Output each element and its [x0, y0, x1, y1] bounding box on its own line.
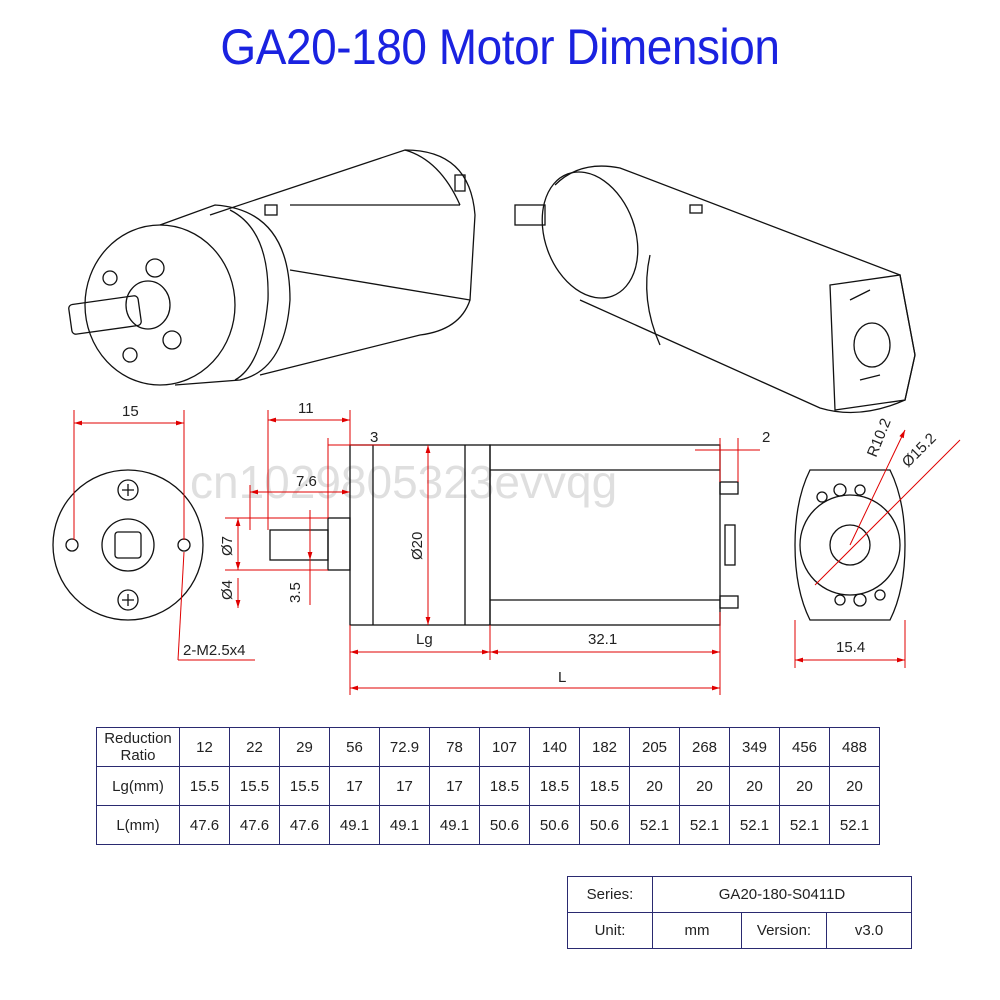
- table-cell: 15.5: [279, 766, 330, 806]
- dim-lg: Lg: [416, 631, 433, 648]
- table-cell: 20: [729, 766, 780, 806]
- table-cell: 52.1: [679, 805, 730, 845]
- table-cell: 49.1: [379, 805, 430, 845]
- dimension-labels: 15 11 3 7.6 Ø7 Ø4 3.5 Ø20 2 Lg 32.1 L 2-…: [122, 400, 940, 686]
- table-cell: 205: [629, 727, 680, 767]
- table-cell: 18.5: [529, 766, 580, 806]
- dim-screws: 2-M2.5x4: [183, 642, 246, 659]
- table-cell: 29: [279, 727, 330, 767]
- dim-front-width: 15: [122, 403, 139, 420]
- info-row-unit: Unit: mm Version: v3.0: [567, 912, 912, 949]
- table-cell: 49.1: [429, 805, 480, 845]
- dim-motor-len: 32.1: [588, 631, 617, 648]
- info-row-series: Series: GA20-180-S0411D: [567, 876, 912, 913]
- dim-shaft-collar: 3: [370, 429, 378, 446]
- table-cell: 47.6: [229, 805, 280, 845]
- table-cell: 456: [779, 727, 830, 767]
- table-cell: 50.6: [579, 805, 630, 845]
- table-cell: 17: [329, 766, 380, 806]
- page-title: GA20-180 Motor Dimension: [220, 19, 780, 75]
- table-cell: 78: [429, 727, 480, 767]
- unit-label: Unit:: [567, 912, 653, 949]
- table-cell: 15.5: [229, 766, 280, 806]
- table-cell: 52.1: [779, 805, 830, 845]
- dim-d7: Ø7: [219, 536, 236, 556]
- table-cell: 12: [179, 727, 230, 767]
- table-cell: 18.5: [479, 766, 530, 806]
- spec-table: Reduction Ratio 12 22 29 56 72.9 78 107 …: [96, 727, 880, 845]
- table-cell: 20: [779, 766, 830, 806]
- table-row: Reduction Ratio 12 22 29 56 72.9 78 107 …: [96, 727, 880, 767]
- dimension-lines: [73, 410, 961, 695]
- table-cell: 15.5: [179, 766, 230, 806]
- table-cell: 20: [829, 766, 880, 806]
- table-cell: 72.9: [379, 727, 430, 767]
- table-cell: 107: [479, 727, 530, 767]
- table-cell: 140: [529, 727, 580, 767]
- table-cell: 182: [579, 727, 630, 767]
- motor-iso-front: [68, 149, 476, 386]
- info-block: Series: GA20-180-S0411D Unit: mm Version…: [567, 876, 912, 949]
- table-row: Lg(mm) 15.5 15.5 15.5 17 17 17 18.5 18.5…: [96, 766, 880, 806]
- table-cell: 52.1: [829, 805, 880, 845]
- row-header: Lg(mm): [96, 766, 180, 806]
- dim-shaft-length: 11: [298, 400, 314, 417]
- row-header: Reduction Ratio: [96, 727, 180, 767]
- series-label: Series:: [567, 876, 653, 913]
- table-cell: 47.6: [279, 805, 330, 845]
- table-cell: 49.1: [329, 805, 380, 845]
- table-cell: 18.5: [579, 766, 630, 806]
- dim-d4: Ø4: [219, 580, 236, 600]
- table-cell: 56: [329, 727, 380, 767]
- row-header: L(mm): [96, 805, 180, 845]
- table-cell: 349: [729, 727, 780, 767]
- watermark: cn1029805323evvqg: [190, 456, 617, 508]
- table-cell: 50.6: [529, 805, 580, 845]
- table-cell: 47.6: [179, 805, 230, 845]
- table-cell: 52.1: [729, 805, 780, 845]
- unit-value: mm: [652, 912, 742, 949]
- table-cell: 20: [629, 766, 680, 806]
- dim-total: L: [558, 669, 566, 686]
- table-row: L(mm) 47.6 47.6 47.6 49.1 49.1 49.1 50.6…: [96, 805, 880, 845]
- table-cell: 22: [229, 727, 280, 767]
- dim-shaft-flat: 7.6: [296, 473, 317, 490]
- front-view: [52, 469, 204, 621]
- version-value: v3.0: [826, 912, 912, 949]
- table-cell: 17: [429, 766, 480, 806]
- table-cell: 20: [679, 766, 730, 806]
- dim-tab: 2: [762, 429, 770, 446]
- dim-flat-height: 3.5: [287, 582, 304, 603]
- table-cell: 268: [679, 727, 730, 767]
- motor-iso-rear: [514, 165, 916, 414]
- dim-rear-width: 15.4: [836, 639, 865, 656]
- dim-r10: R10.2: [864, 416, 895, 459]
- table-cell: 52.1: [629, 805, 680, 845]
- side-view: [269, 444, 739, 626]
- version-label: Version:: [741, 912, 827, 949]
- dim-d20: Ø20: [409, 532, 426, 560]
- table-cell: 488: [829, 727, 880, 767]
- table-cell: 50.6: [479, 805, 530, 845]
- series-value: GA20-180-S0411D: [652, 876, 912, 913]
- dim-d15: Ø15.2: [899, 430, 940, 471]
- table-cell: 17: [379, 766, 430, 806]
- rear-view: [794, 469, 906, 621]
